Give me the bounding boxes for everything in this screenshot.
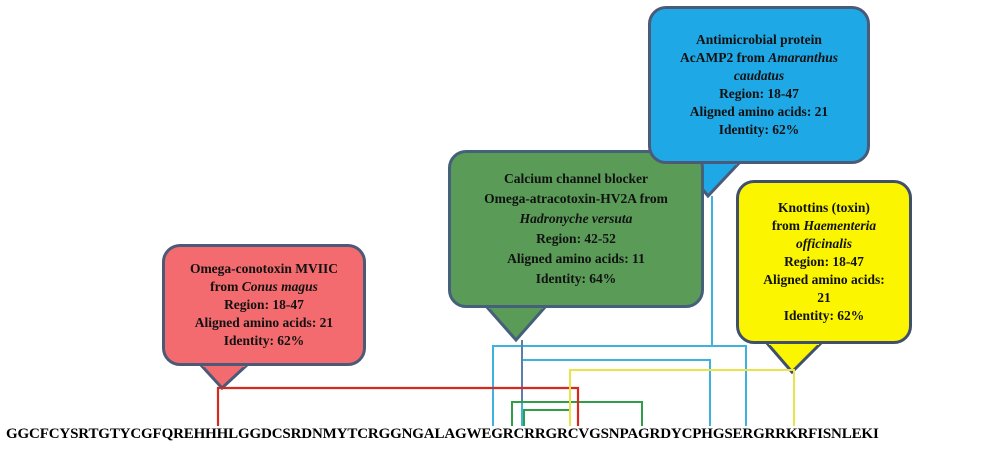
amino-acid-sequence: GGCFCYSRTGTYCGFQREHHHLGGDCSRDNMYTCRGGNGA… bbox=[6, 426, 879, 442]
aligned-amino-acids-text: Aligned amino acids: 21 bbox=[689, 104, 829, 119]
species-name: caudatus bbox=[733, 68, 785, 83]
identity-text: Identity: 64% bbox=[535, 271, 617, 286]
species-name: Conus magus bbox=[241, 279, 318, 294]
blue-bracket-outer bbox=[492, 345, 747, 426]
region-text: Region: 18-47 bbox=[784, 254, 864, 269]
region-text: Region: 18-47 bbox=[224, 297, 304, 312]
callout-line: from bbox=[771, 218, 801, 233]
omega-atracotoxin-callout: Calcium channel blocker Omega-atracotoxi… bbox=[448, 150, 704, 308]
callout-line: Calcium channel blocker bbox=[504, 171, 648, 186]
aligned-amino-acids-count: 21 bbox=[817, 290, 831, 305]
aligned-amino-acids-text: Aligned amino acids: 21 bbox=[194, 315, 334, 330]
yellow-connectors bbox=[569, 369, 795, 426]
identity-text: Identity: 62% bbox=[783, 308, 865, 323]
region-text: Region: 42-52 bbox=[536, 231, 616, 246]
species-name: officinalis bbox=[795, 236, 852, 251]
callout-line: Omega-conotoxin MVIIC bbox=[189, 261, 339, 276]
callout-line: Knottins (toxin) bbox=[778, 200, 870, 215]
red-connectors bbox=[216, 386, 580, 426]
species-name: Haementeria bbox=[803, 218, 877, 233]
aligned-amino-acids-text: Aligned amino acids: bbox=[763, 272, 885, 287]
callout-line: from bbox=[210, 279, 239, 294]
antimicrobial-protein-callout: Antimicrobial protein AcAMP2 from Amaran… bbox=[648, 6, 870, 164]
aligned-amino-acids-text: Aligned amino acids: 11 bbox=[507, 251, 645, 266]
yellow-bracket bbox=[569, 369, 795, 426]
yellow-callout-tail bbox=[762, 340, 826, 375]
species-name: Hadronyche versuta bbox=[519, 211, 633, 226]
region-text: Region: 18-47 bbox=[719, 86, 799, 101]
red-bracket bbox=[216, 386, 580, 426]
knottins-callout: Knottins (toxin) from Haementeria offici… bbox=[736, 180, 912, 344]
green-callout-tail bbox=[482, 304, 550, 343]
identity-text: Identity: 62% bbox=[718, 122, 800, 137]
omega-conotoxin-callout: Omega-conotoxin MVIIC from Conus magus R… bbox=[162, 244, 366, 366]
callout-line: AcAMP2 from bbox=[679, 50, 765, 65]
identity-text: Identity: 62% bbox=[223, 333, 305, 348]
callout-line: Omega-atracotoxin-HV2A from bbox=[484, 191, 668, 206]
species-name: Amaranthus bbox=[768, 50, 838, 65]
callout-line: Antimicrobial protein bbox=[696, 32, 822, 47]
red-callout-tail bbox=[196, 362, 252, 391]
green-bracket-inner bbox=[523, 409, 571, 426]
